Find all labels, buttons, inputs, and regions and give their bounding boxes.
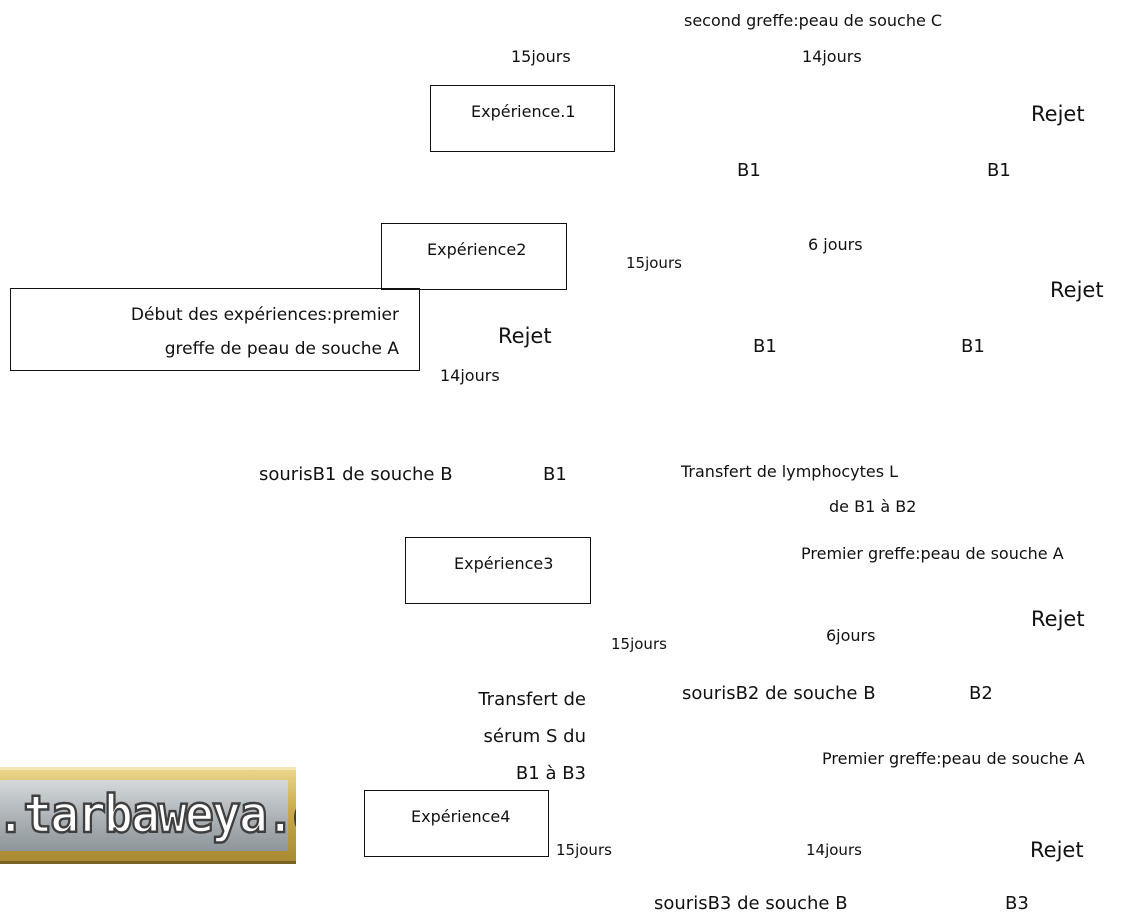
duration-6jours-exp3: 6jours xyxy=(826,626,876,645)
premier-greffe-label-1: Premier greffe:peau de souche A xyxy=(801,544,1064,563)
duration-15jours-top: 15jours xyxy=(511,47,571,66)
experience-2-box: Expérience2 xyxy=(381,223,567,290)
souris-b2-label: sourisB2 de souche B xyxy=(682,683,876,704)
transfert-lymphocytes-line-1: Transfert de lymphocytes L xyxy=(681,462,899,481)
serum-line-2: sérum S du xyxy=(483,726,587,747)
experience-3-box: Expérience3 xyxy=(405,537,591,604)
experience-2-label: Expérience2 xyxy=(427,240,527,259)
serum-line-1: Transfert de xyxy=(478,689,586,710)
rejet-label-1: Rejet xyxy=(1031,102,1085,126)
experience-4-box: Expérience4 xyxy=(364,790,549,857)
duration-6jours-exp2: 6 jours xyxy=(808,235,863,254)
debut-line-2: greffe de peau de souche A xyxy=(164,339,399,359)
b1-label-top-a: B1 xyxy=(737,160,761,181)
experience-3-label: Expérience3 xyxy=(454,554,554,573)
rejet-label-2: Rejet xyxy=(1050,278,1104,302)
debut-experiences-box: Début des expériences:premier greffe de … xyxy=(10,288,420,371)
serum-transfer-text: Transfert de sérum S du B1 à B3 xyxy=(440,681,586,792)
duration-15jours-exp4: 15jours xyxy=(556,841,612,859)
debut-line-1: Début des expériences:premier xyxy=(130,305,399,325)
experience-1-box: Expérience.1 xyxy=(430,85,615,152)
souris-b1-label: sourisB1 de souche B xyxy=(259,464,453,485)
b1-label-top-b: B1 xyxy=(987,160,1011,181)
second-greffe-label: second greffe:peau de souche C xyxy=(684,11,943,30)
rejet-label-4: Rejet xyxy=(1030,838,1084,862)
tarbaweya-logo: .tarbaweya.org xyxy=(0,767,296,864)
rejet-label-3: Rejet xyxy=(1031,607,1085,631)
b1-label-exp2-b: B1 xyxy=(961,336,985,357)
duration-14jours-exp4: 14jours xyxy=(806,841,862,859)
experience-1-label: Expérience.1 xyxy=(471,102,576,121)
duration-14jours-top: 14jours xyxy=(802,47,862,66)
b1-label-exp2-a: B1 xyxy=(753,336,777,357)
duration-14jours-exp2: 14jours xyxy=(440,366,500,385)
experience-4-label: Expérience4 xyxy=(411,807,511,826)
premier-greffe-label-2: Premier greffe:peau de souche A xyxy=(822,749,1085,768)
rejet-label-mid: Rejet xyxy=(498,324,552,348)
svg-text:.tarbaweya.org: .tarbaweya.org xyxy=(0,784,296,844)
logo-lettering: .tarbaweya.org xyxy=(0,783,296,846)
serum-line-3: B1 à B3 xyxy=(515,763,586,784)
logo-plate xyxy=(0,780,288,851)
b2-label: B2 xyxy=(969,683,993,704)
transfert-lymphocytes-line-2: de B1 à B2 xyxy=(829,497,917,516)
b3-label: B3 xyxy=(1005,893,1029,914)
souris-b3-label: sourisB3 de souche B xyxy=(654,893,848,914)
duration-15jours-exp3: 15jours xyxy=(611,635,667,653)
duration-15jours-exp2: 15jours xyxy=(626,254,682,272)
b1-label-mid: B1 xyxy=(543,464,567,485)
